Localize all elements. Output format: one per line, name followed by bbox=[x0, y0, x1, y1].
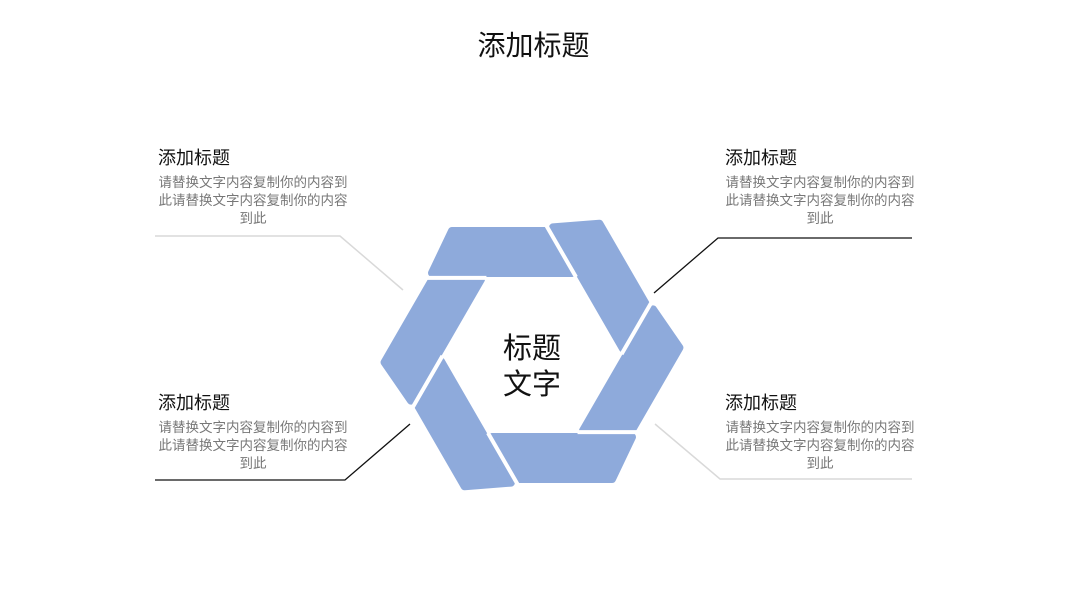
cycle-segment bbox=[579, 305, 684, 435]
cycle-segment bbox=[428, 227, 576, 277]
block-body: 请替换文字内容复制你的内容到此请替换文字内容复制你的内容到此 bbox=[725, 175, 915, 227]
segment-gap bbox=[619, 301, 654, 356]
segment-gap bbox=[544, 224, 578, 278]
connector-bottom-right bbox=[654, 423, 912, 480]
cycle-segment bbox=[488, 433, 636, 483]
center-line-2: 文字 bbox=[502, 367, 561, 401]
block-heading: 添加标题 bbox=[725, 393, 797, 414]
block-body: 请替换文字内容复制你的内容到此请替换文字内容复制你的内容到此 bbox=[158, 175, 348, 227]
connector-bottom-left bbox=[155, 423, 411, 481]
cycle-segment bbox=[380, 275, 485, 405]
cycle-segment bbox=[549, 219, 651, 353]
cycle-segment bbox=[413, 357, 515, 491]
block-heading: 添加标题 bbox=[725, 148, 797, 169]
center-line-1: 标题 bbox=[502, 331, 561, 365]
segment-gap bbox=[486, 432, 520, 486]
slide-title: 添加标题 bbox=[477, 29, 590, 62]
text-block-top-right: 添加标题 请替换文字内容复制你的内容到此请替换文字内容复制你的内容到此 bbox=[725, 144, 925, 228]
block-heading: 添加标题 bbox=[158, 148, 230, 169]
center-text: 标题 文字 bbox=[482, 330, 582, 402]
connector-top-left bbox=[155, 235, 404, 291]
block-body: 请替换文字内容复制你的内容到此请替换文字内容复制你的内容到此 bbox=[158, 420, 348, 472]
connector-top-right bbox=[653, 237, 912, 294]
segment-gap bbox=[410, 354, 445, 409]
text-block-bottom-right: 添加标题 请替换文字内容复制你的内容到此请替换文字内容复制你的内容到此 bbox=[725, 389, 925, 473]
block-body: 请替换文字内容复制你的内容到此请替换文字内容复制你的内容到此 bbox=[725, 420, 915, 472]
text-block-top-left: 添加标题 请替换文字内容复制你的内容到此请替换文字内容复制你的内容到此 bbox=[158, 144, 358, 228]
block-heading: 添加标题 bbox=[158, 393, 230, 414]
text-block-bottom-left: 添加标题 请替换文字内容复制你的内容到此请替换文字内容复制你的内容到此 bbox=[158, 389, 358, 473]
